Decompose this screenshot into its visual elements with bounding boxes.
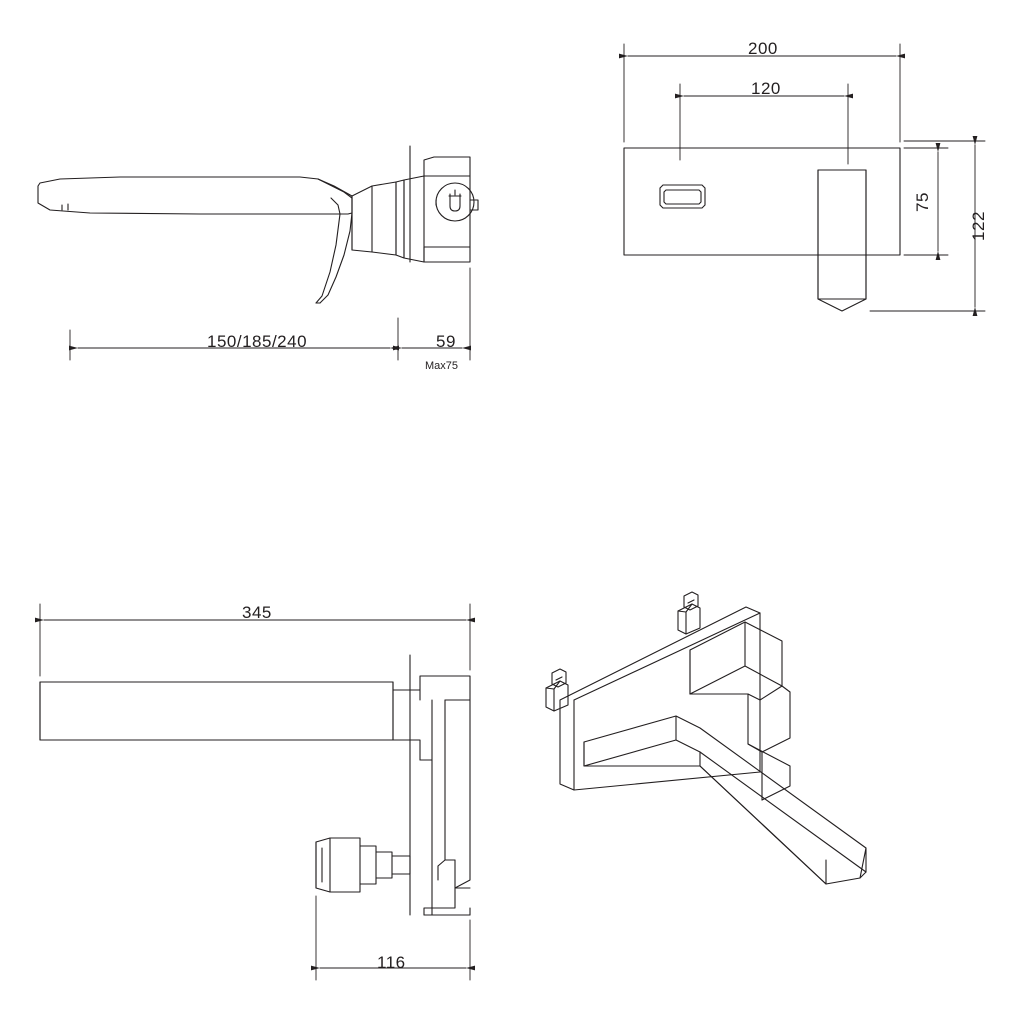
dimension-plate-height-total xyxy=(869,136,986,316)
dim-label-spout-projection: 150/185/240 xyxy=(207,332,308,351)
dim-label-overall-length: 345 xyxy=(242,603,272,622)
dimension-wall-offset xyxy=(393,267,471,361)
dim-label-body-depth: 116 xyxy=(377,953,406,972)
dim-label-wall-offset-note: Max75 xyxy=(425,360,459,372)
view-side-elevation-bottom xyxy=(39,654,471,916)
view-front-elevation-top xyxy=(623,147,901,312)
dimension-lever-offset xyxy=(675,83,853,165)
dimension-body-depth xyxy=(311,895,475,981)
dimension-spout-projection xyxy=(69,317,399,361)
dimension-plate-height xyxy=(903,143,949,260)
dimension-plate-width xyxy=(619,43,905,143)
dim-label-plate-height-total: 122 xyxy=(969,211,988,241)
view-isometric-bottom xyxy=(545,591,867,885)
dim-label-wall-offset: 59 xyxy=(436,332,456,351)
dim-label-lever-offset: 120 xyxy=(751,79,781,98)
dim-label-plate-width: 200 xyxy=(748,39,778,58)
view-side-elevation-top xyxy=(37,145,479,304)
dimension-overall-length xyxy=(35,603,475,677)
dim-label-plate-height: 75 xyxy=(913,192,932,212)
